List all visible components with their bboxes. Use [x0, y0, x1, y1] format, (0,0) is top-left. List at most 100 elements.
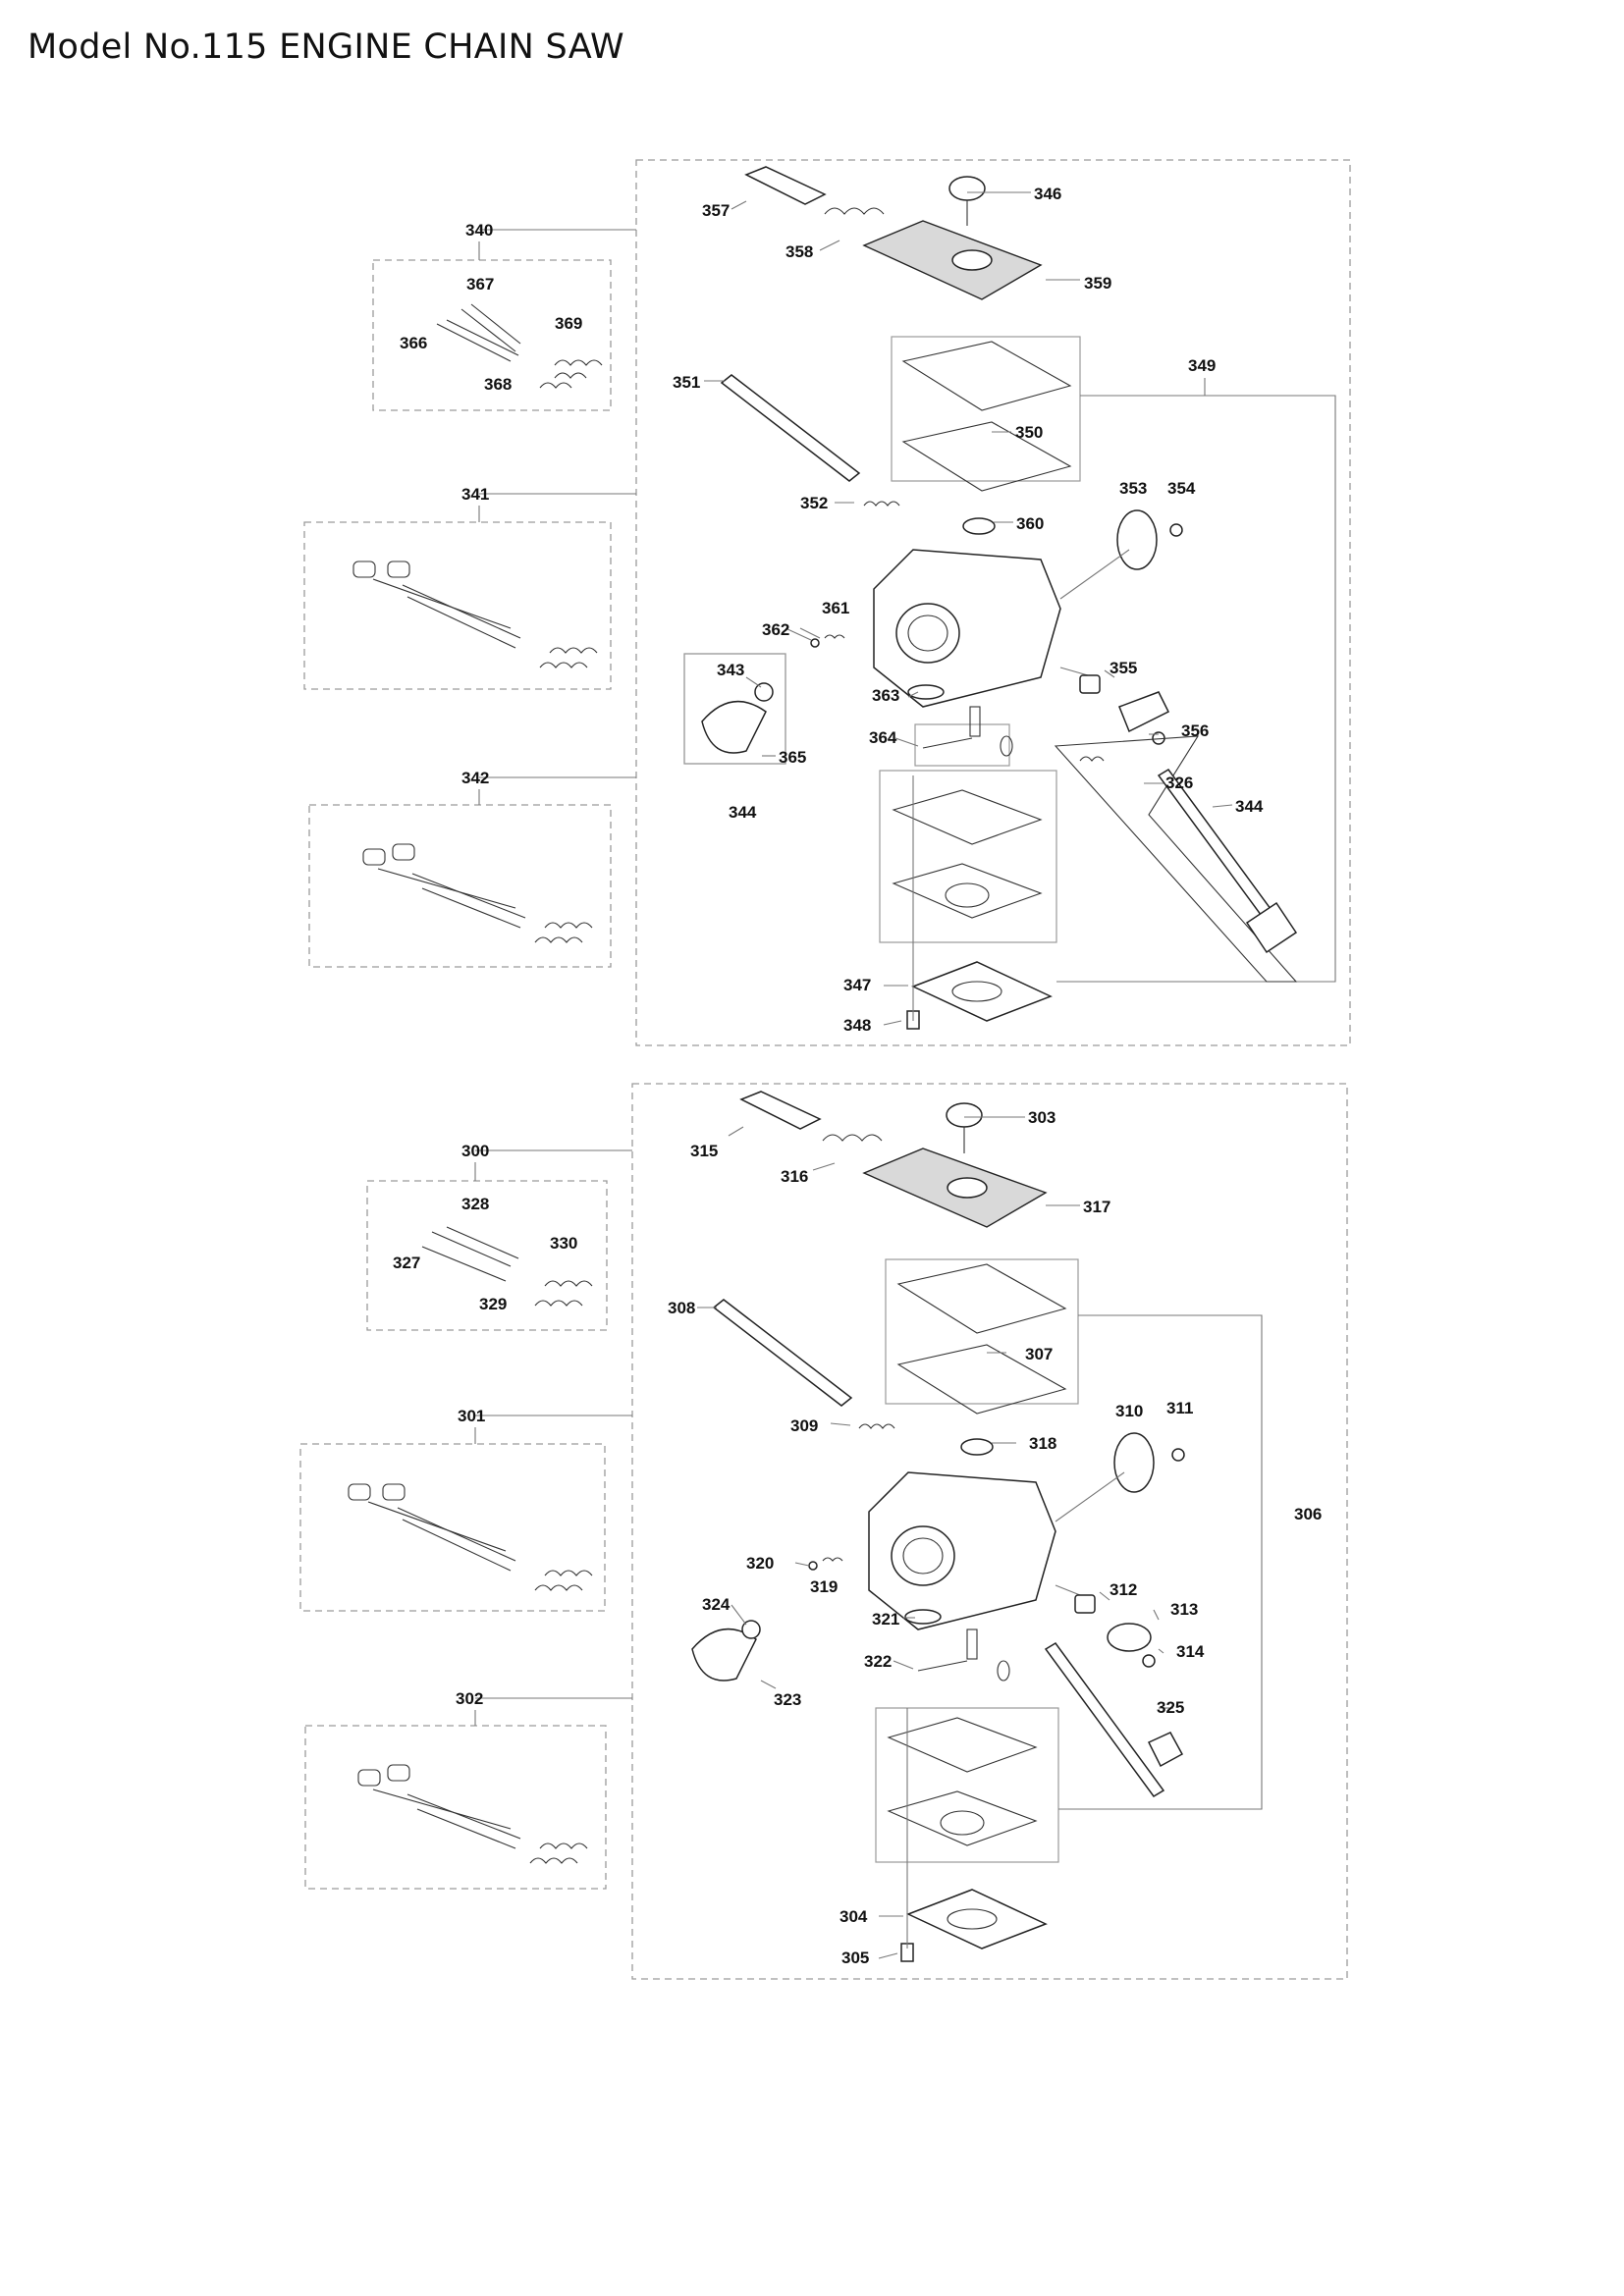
- needle-318: [960, 1438, 994, 1456]
- label-317: 317: [1083, 1198, 1110, 1216]
- plate-313: [1107, 1623, 1152, 1652]
- needle-set-302: [357, 1764, 588, 1864]
- label-308: 308: [668, 1299, 695, 1317]
- needle-set-342: [362, 843, 593, 943]
- label-326: 326: [1165, 774, 1193, 792]
- shaft-325: [1044, 1642, 1165, 1797]
- label-365: 365: [779, 748, 806, 767]
- label-349: 349: [1188, 356, 1216, 375]
- label-303: 303: [1028, 1108, 1056, 1127]
- upper-assembly-frame: [635, 159, 1351, 1046]
- upper-364-frame: [914, 723, 1010, 767]
- label-344-right: 344: [1235, 797, 1264, 816]
- label-310: 310: [1115, 1402, 1143, 1420]
- label-343: 343: [717, 661, 744, 679]
- label-363: 363: [872, 686, 899, 705]
- upper-kit-342-frame: [308, 804, 612, 968]
- label-325: 325: [1157, 1698, 1184, 1717]
- label-320: 320: [746, 1554, 774, 1573]
- upper-top-parts: [744, 166, 1043, 300]
- upper-kit-341-frame: [303, 521, 612, 690]
- label-304: 304: [839, 1907, 868, 1926]
- lower-top-parts: [739, 1091, 1048, 1228]
- label-357: 357: [702, 201, 730, 220]
- needle-set-340: [436, 303, 603, 389]
- label-301: 301: [458, 1407, 485, 1425]
- spring-352: [863, 501, 900, 507]
- screw-311: [1171, 1448, 1185, 1462]
- valve-322: [917, 1629, 1010, 1682]
- label-322: 322: [864, 1652, 892, 1671]
- screw-314: [1142, 1654, 1156, 1668]
- upper-gasket-frame: [891, 336, 1081, 482]
- needle-set-300: [421, 1226, 593, 1307]
- label-367: 367: [466, 275, 494, 294]
- needle-set-341: [352, 561, 598, 668]
- lower-gasket: [896, 1263, 1067, 1415]
- ball-320: [808, 1561, 818, 1571]
- label-324: 324: [702, 1595, 731, 1614]
- label-312: 312: [1110, 1580, 1137, 1599]
- label-369: 369: [555, 314, 582, 333]
- label-329: 329: [479, 1295, 507, 1313]
- screw-324: [741, 1620, 761, 1639]
- label-350: 350: [1015, 423, 1043, 442]
- label-307: 307: [1025, 1345, 1053, 1363]
- label-353: 353: [1119, 479, 1147, 498]
- label-328: 328: [461, 1195, 489, 1213]
- label-361: 361: [822, 599, 849, 617]
- label-359: 359: [1084, 274, 1111, 293]
- label-300: 300: [461, 1142, 489, 1160]
- label-347: 347: [843, 976, 871, 994]
- label-351: 351: [673, 373, 700, 392]
- spring-309: [858, 1423, 895, 1429]
- label-368: 368: [484, 375, 512, 394]
- disc-353: [1116, 509, 1158, 570]
- label-305: 305: [841, 1949, 869, 1967]
- page-title: Model No.115 ENGINE CHAIN SAW: [27, 27, 624, 67]
- label-315: 315: [690, 1142, 718, 1160]
- shaft-351: [720, 374, 861, 482]
- label-302: 302: [456, 1689, 483, 1708]
- label-354: 354: [1167, 479, 1196, 498]
- label-318: 318: [1029, 1434, 1056, 1453]
- sleeve-312: [1074, 1594, 1096, 1614]
- label-362: 362: [762, 620, 789, 639]
- lower-assembly: 300 328 330 327 329 315 303 316 317 308 …: [299, 1083, 1348, 1980]
- ring-363: [907, 684, 945, 700]
- sleeve-355: [1079, 674, 1101, 694]
- label-313: 313: [1170, 1600, 1198, 1619]
- upper-kit-340-frame: [372, 259, 612, 411]
- shaft-308: [712, 1299, 853, 1407]
- cover-304: [906, 1889, 1048, 1949]
- label-309: 309: [790, 1416, 818, 1435]
- label-344-left: 344: [729, 803, 757, 822]
- ring-321: [904, 1609, 942, 1625]
- label-327: 327: [393, 1254, 420, 1272]
- label-366: 366: [400, 334, 427, 352]
- plate-355: [1118, 691, 1170, 733]
- lever-group-343: [683, 653, 786, 765]
- needle-360: [962, 517, 996, 535]
- upper-gasket: [901, 341, 1072, 492]
- label-352: 352: [800, 494, 828, 512]
- label-348: 348: [843, 1016, 871, 1035]
- label-330: 330: [550, 1234, 577, 1253]
- spring-361: [824, 634, 845, 639]
- label-340: 340: [465, 221, 493, 240]
- carburetor-body-lower: [868, 1471, 1125, 1630]
- label-321: 321: [872, 1610, 899, 1629]
- lower-diaphragm-parts: [887, 1717, 1038, 1846]
- label-341: 341: [461, 485, 489, 504]
- label-306: 306: [1294, 1505, 1322, 1523]
- label-364: 364: [869, 728, 897, 747]
- label-311: 311: [1166, 1399, 1193, 1417]
- carburetor-body-upper: [873, 549, 1130, 708]
- cover-347: [911, 961, 1053, 1022]
- lower-gasket-frame: [885, 1258, 1079, 1405]
- label-356: 356: [1181, 721, 1209, 740]
- label-316: 316: [781, 1167, 808, 1186]
- label-342: 342: [461, 769, 489, 787]
- label-360: 360: [1016, 514, 1044, 533]
